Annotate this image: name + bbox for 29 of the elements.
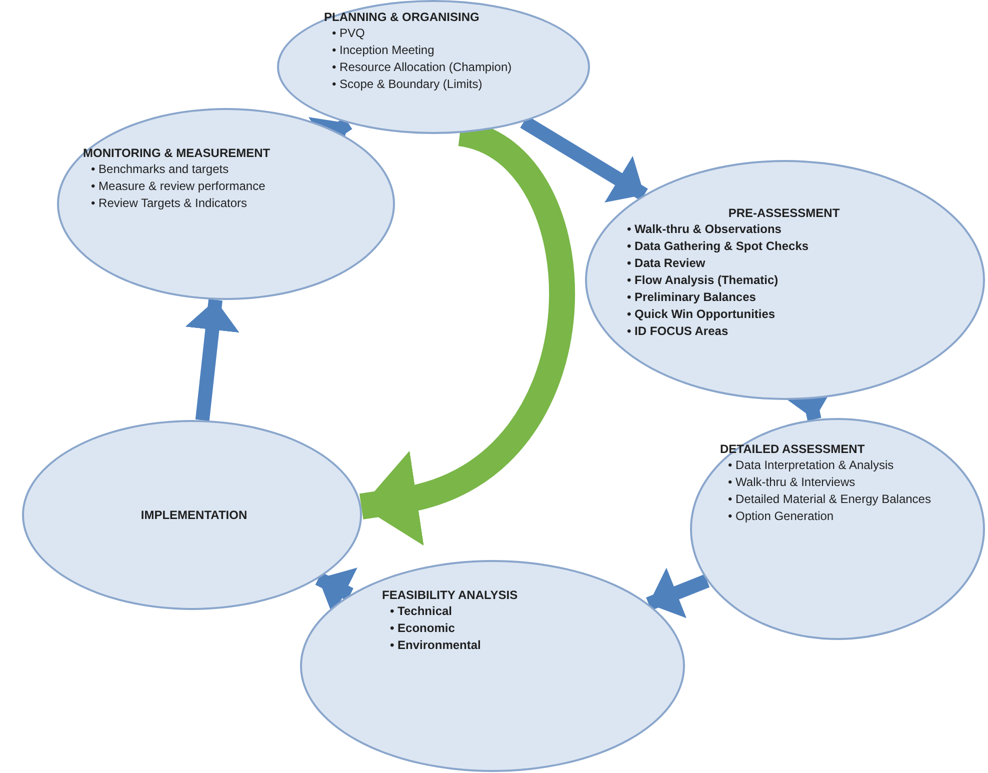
bullet-item: • Data Gathering & Spot Checks [626,239,810,254]
arrow [185,299,240,421]
stage-heading: FEASIBILITY ANALYSIS [382,588,519,602]
stage-heading: DETAILED ASSESSMENT [720,442,866,456]
bullet-item: • Walk-thru & Observations [626,222,782,237]
bullet-item: • Preliminary Balances [626,290,757,305]
bullet-item: • Review Targets & Indicators [90,196,248,211]
bullet-item: • Quick Win Opportunities [626,307,776,322]
bullet-item: • Flow Analysis (Thematic) [626,273,780,288]
bullet-item: • Benchmarks and targets [90,162,230,177]
bullet-item: • ID FOCUS Areas [626,324,730,339]
bullet-item: • Economic [389,621,456,636]
stage-heading: PRE-ASSESSMENT [727,206,841,220]
bullet-item: • PVQ [331,26,366,41]
stage-heading: MONITORING & MEASUREMENT [83,146,272,160]
stage-heading: IMPLEMENTATION [140,508,248,522]
bullet-item: • Measure & review performance [90,179,266,194]
stage-heading: PLANNING & ORGANISING [324,10,480,24]
bullet-item: • Detailed Material & Energy Balances [727,492,932,507]
bullet-item: • Environmental [389,638,482,653]
bullet-item: • Inception Meeting [331,43,436,58]
bullet-item: • Resource Allocation (Champion) [331,60,513,75]
bullet-item: • Walk-thru & Interviews [727,475,856,490]
bullet-item: • Technical [389,604,453,619]
bullet-item: • Data Review [626,256,706,271]
bullet-item: • Scope & Boundary (Limits) [331,77,484,92]
bullet-item: • Data Interpretation & Analysis [727,458,895,473]
bullet-item: • Option Generation [727,509,835,524]
arrow [646,568,710,618]
